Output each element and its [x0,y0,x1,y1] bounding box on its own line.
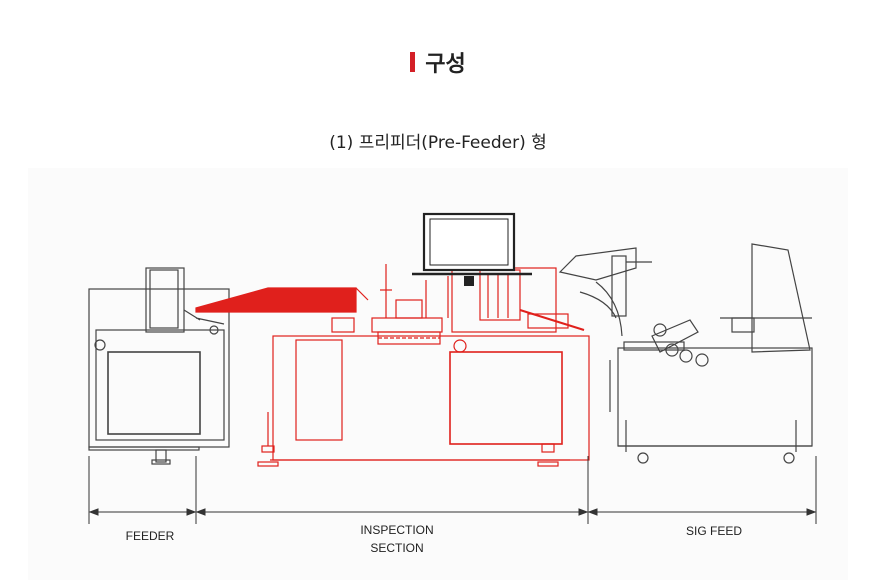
inspection-unit [195,264,590,467]
monitor [412,212,532,286]
feeder-unit [88,267,230,465]
label-section: SECTION [370,541,423,555]
section-labels: FEEDER INSPECTION SECTION SIG FEED [126,523,743,555]
dimension-lines [88,456,817,524]
page-subtitle: (1) 프리피더(Pre-Feeder) 형 [329,133,547,153]
title-accent-bar [410,52,416,72]
page-title: 구성 [425,52,466,77]
section-header: 구성 [0,46,876,78]
label-sig-feed: SIG FEED [686,524,742,538]
label-inspection: INSPECTION [360,523,433,537]
sig-feed-unit [558,243,813,464]
label-feeder: FEEDER [126,529,175,543]
